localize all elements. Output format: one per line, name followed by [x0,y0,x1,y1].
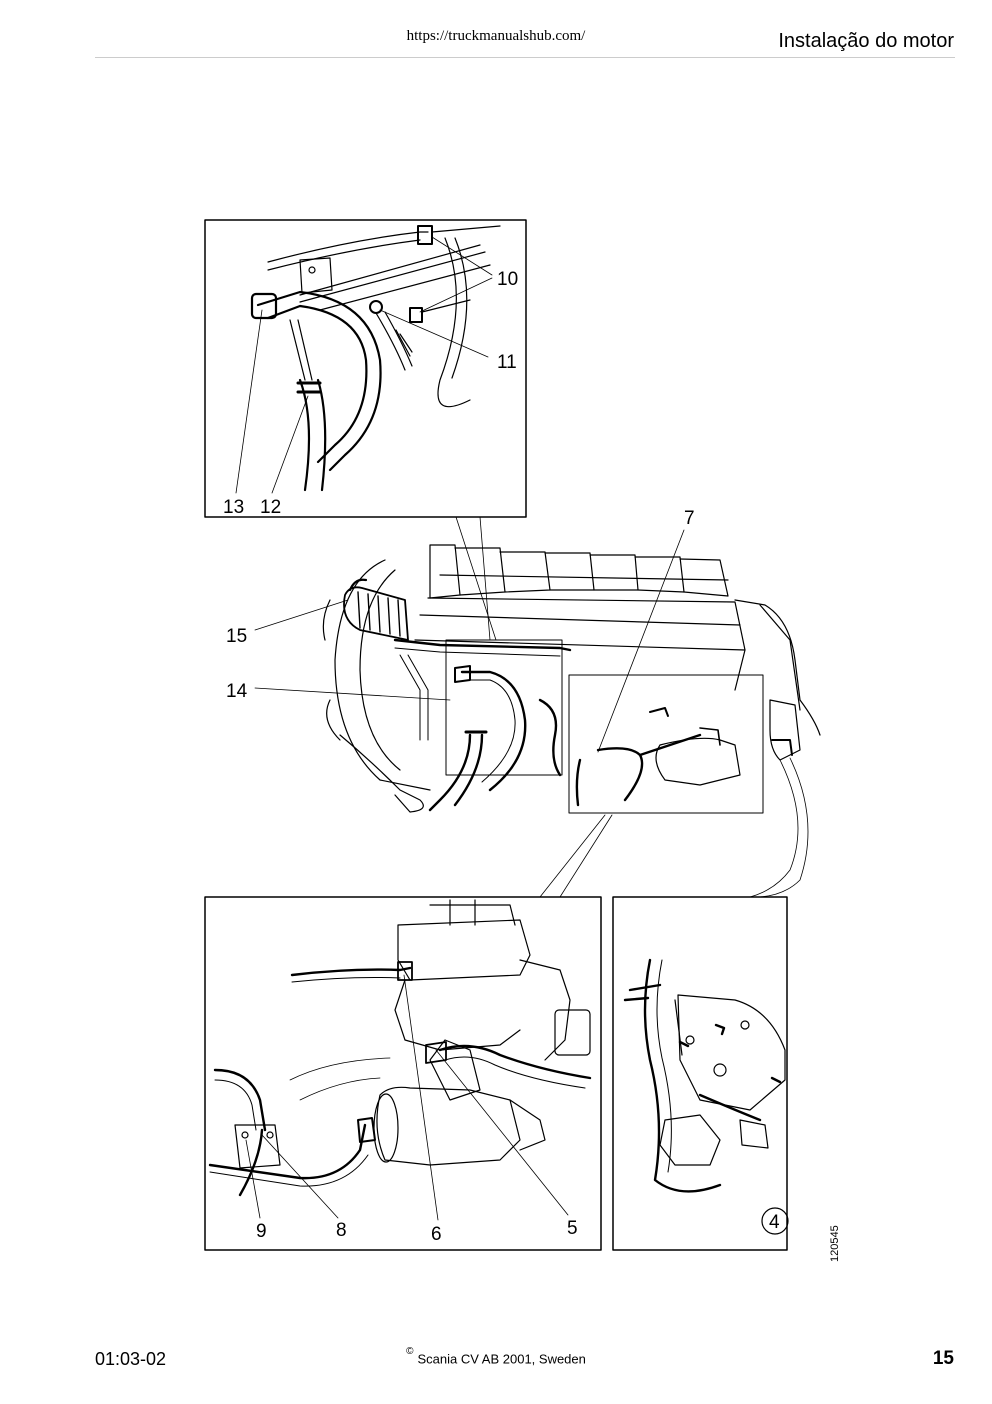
callout-8: 8 [336,1220,347,1241]
detail-frame-bottom-right [612,896,788,1251]
figure-id: 120545 [829,1225,841,1262]
callout-11: 11 [497,352,517,373]
copyright-text: Scania CV AB 2001, Sweden [417,1351,586,1367]
copyright: ©Scania CV AB 2001, Sweden [0,1346,992,1367]
callout-15: 15 [226,626,247,647]
callout-6: 6 [431,1224,442,1245]
callout-9: 9 [256,1221,267,1242]
detail-frame-bottom-left [204,896,602,1251]
header-divider [95,57,955,58]
engine-detail-box-left [445,639,563,776]
engine-detail-box-right [568,674,764,814]
callout-4: 4 [769,1212,780,1233]
callout-13: 13 [223,497,244,518]
source-url: https://truckmanualshub.com/ [406,28,586,44]
callout-14: 14 [226,681,248,702]
callout-12: 12 [260,497,281,518]
callout-5: 5 [567,1218,578,1239]
page-number: 15 [932,1348,954,1369]
document-code: 01:03-02 [95,1349,167,1369]
detail-frame-top [204,219,527,518]
section-title: Instalação do motor [778,30,954,52]
callout-7: 7 [684,508,695,529]
callout-10: 10 [497,269,518,290]
copyright-symbol: © [406,1346,414,1357]
callout-4-circle [761,1207,789,1235]
